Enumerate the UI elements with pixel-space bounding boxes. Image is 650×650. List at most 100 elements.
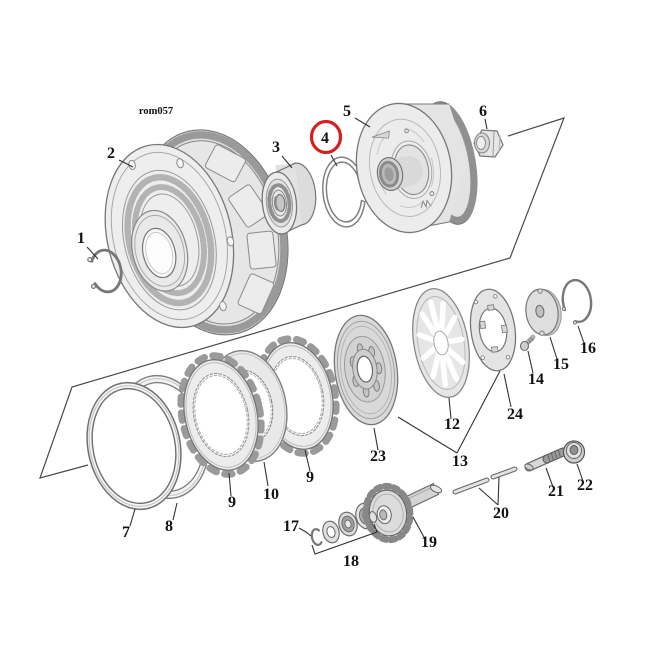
snap-ring-hook — [90, 283, 97, 290]
part-label-3: 3 — [272, 139, 280, 156]
part-9-friction-plate-left — [177, 352, 265, 478]
part-6-nut — [473, 129, 504, 158]
thread-hatching — [547, 450, 561, 463]
leader-line-part-14 — [527, 350, 534, 374]
bearing-balls — [267, 183, 292, 223]
center-hole — [535, 304, 545, 318]
leader-line-part-12 — [448, 397, 452, 420]
friction-tabs — [177, 352, 265, 478]
plate-bump — [539, 330, 545, 336]
leader-line-part-2 — [118, 159, 134, 168]
center-hole — [433, 330, 449, 356]
nut-bore — [569, 445, 579, 455]
part-label-20: 20 — [493, 505, 509, 522]
leader-line-part-22 — [576, 463, 584, 482]
chain-ring-outer-edge — [121, 169, 217, 311]
leader-line-part-13 — [456, 370, 501, 454]
leader-line-part-20 — [478, 487, 499, 506]
bolt-hole — [128, 159, 136, 170]
rivet-hole — [493, 294, 498, 299]
leader-line-part-4 — [330, 154, 338, 167]
part-1-snap-ring — [87, 248, 123, 294]
part-label-15: 15 — [553, 356, 569, 373]
face-mark-hole — [404, 128, 409, 134]
plate-bump — [537, 288, 543, 294]
part-label-10: 10 — [263, 486, 279, 503]
part-label-8: 8 — [165, 518, 173, 535]
spring-slots — [416, 299, 466, 388]
leader-line-part-13 — [397, 416, 458, 454]
part-label-18: 18 — [343, 553, 359, 570]
part-7-ring — [86, 381, 182, 511]
parts-layer — [86, 101, 593, 546]
diagram-code: rom057 — [139, 106, 173, 117]
leader-line-part-16 — [577, 325, 585, 344]
part-label-9a: 9 — [228, 494, 236, 511]
stud-end — [524, 463, 534, 471]
leader-line-part-21 — [545, 467, 554, 488]
part-label-16: 16 — [580, 340, 596, 357]
part-17-spring-washer — [310, 528, 323, 546]
leader-line-part-6 — [484, 118, 488, 130]
screw-head — [519, 340, 530, 352]
part-label-6: 6 — [479, 103, 487, 120]
part-15-lock-plate — [525, 288, 562, 336]
part-label-4: 4 — [321, 130, 329, 147]
chain-row-outer — [124, 174, 215, 307]
part-20-pushrods — [452, 466, 518, 495]
part-5-clutch-hub — [355, 101, 478, 234]
leader-line-part-9a — [228, 472, 232, 497]
snap-ring-hook — [572, 320, 577, 325]
bracket-part-18 — [311, 523, 378, 555]
leader-line-part-7 — [129, 508, 136, 527]
part-21-stud — [524, 447, 568, 472]
bolt-hole — [176, 158, 184, 169]
part-label-1: 1 — [77, 230, 85, 247]
leader-line-part-1 — [86, 246, 99, 260]
part-label-22: 22 — [577, 477, 593, 494]
inner-tab — [487, 304, 495, 311]
inner-tab — [490, 346, 499, 353]
rivet-hole — [473, 299, 479, 305]
face-mark-hole — [429, 191, 435, 197]
part-label-19: 19 — [421, 534, 437, 551]
leader-line-part-19 — [412, 516, 426, 540]
part-label-14: 14 — [528, 371, 544, 388]
leader-line-part-8 — [172, 502, 178, 521]
leader-line-part-20 — [497, 476, 500, 506]
snap-ring-hook — [87, 257, 93, 263]
inner-tab — [501, 324, 508, 334]
part-2-clutch-basket — [104, 129, 289, 336]
underlay-layer: rom057 — [39, 106, 566, 479]
shaft-end — [429, 484, 443, 494]
rivet-hole — [480, 355, 485, 360]
part-label-12: 12 — [444, 416, 460, 433]
part-16-snap-ring — [561, 278, 593, 325]
leader-line-part-23 — [373, 427, 379, 451]
part-label-2: 2 — [107, 145, 115, 162]
part-label-13: 13 — [452, 453, 468, 470]
part-label-5: 5 — [343, 103, 351, 120]
leader-line-part-24 — [503, 373, 512, 408]
bolt-hole — [226, 236, 235, 247]
leader-line-part-15 — [549, 336, 558, 360]
inner-spline-teeth — [378, 160, 400, 188]
part-label-7: 7 — [122, 524, 130, 541]
part-19-sprocket-shaft — [362, 482, 443, 544]
center-hole — [356, 355, 374, 383]
snap-ring-hook — [561, 306, 566, 311]
part-label-24: 24 — [507, 406, 523, 423]
part-label-23: 23 — [370, 448, 386, 465]
part-23-pressure-plate — [333, 314, 399, 426]
face-mark-squiggle — [420, 199, 432, 209]
part-24-retainer-plate — [469, 288, 517, 372]
front-stub — [368, 511, 378, 523]
face-mark-triangle — [372, 130, 390, 139]
leader-line-part-5 — [354, 117, 371, 128]
leader-line-part-9b — [304, 449, 311, 472]
highlight-circle-part-4 — [309, 119, 343, 155]
part-14-screw — [519, 334, 536, 352]
